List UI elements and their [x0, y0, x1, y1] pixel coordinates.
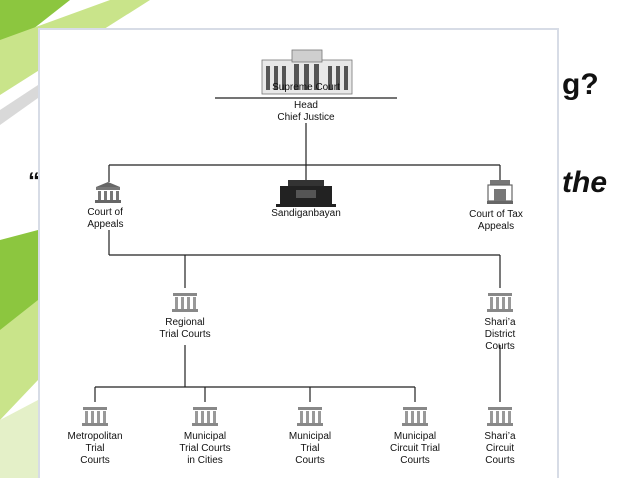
regional-trial-courts-label: Regional Trial Courts: [159, 317, 211, 340]
metropolitan-trial-courts-label: Metropolitan Trial Courts: [67, 431, 123, 466]
building-icon: [192, 407, 218, 426]
court-of-appeals-label: Court of Appeals: [87, 207, 124, 230]
slide-text-fragment-top: g?: [562, 68, 599, 101]
supreme-court-label: Supreme Court: [272, 82, 340, 93]
municipal-circuit-trial-courts-label: Municipal Circuit Trial Courts: [389, 431, 441, 466]
building-icon: [95, 182, 121, 203]
building-icon: [172, 293, 198, 312]
connector-lines: [94, 49, 501, 402]
pale-swoosh-bottom: [0, 400, 38, 478]
municipal-trial-courts-in-cities-label: Municipal Trial Courts in Cities: [179, 431, 231, 466]
sharia-circuit-courts-label: Shari’a Circuit Courts: [484, 431, 516, 466]
building-icon: [82, 407, 108, 426]
sandiganbayan-label: Sandiganbayan: [271, 208, 341, 219]
courthouse-icon: [261, 49, 353, 95]
slide-text-fragment-mid: the: [562, 166, 607, 199]
slide-quote-fragment: “: [28, 168, 40, 195]
court-hierarchy-diagram: Supreme Court Head Chief Justice Court o…: [38, 28, 559, 478]
light-swoosh-bottom: [0, 300, 38, 420]
sandiganbayan-building-icon: [276, 180, 336, 207]
building-icon: [487, 407, 513, 426]
municipal-trial-courts-label: Municipal Trial Courts: [288, 431, 332, 466]
building-icon: [297, 407, 323, 426]
chief-justice-label: Head Chief Justice: [277, 100, 335, 123]
building-icon: [402, 407, 428, 426]
building-icon: [487, 180, 513, 204]
sharia-district-courts-label: Shari’a District Courts: [484, 317, 516, 352]
building-icon: [487, 293, 513, 312]
court-of-tax-appeals-label: Court of Tax Appeals: [469, 209, 523, 232]
gray-swoosh: [0, 85, 38, 125]
